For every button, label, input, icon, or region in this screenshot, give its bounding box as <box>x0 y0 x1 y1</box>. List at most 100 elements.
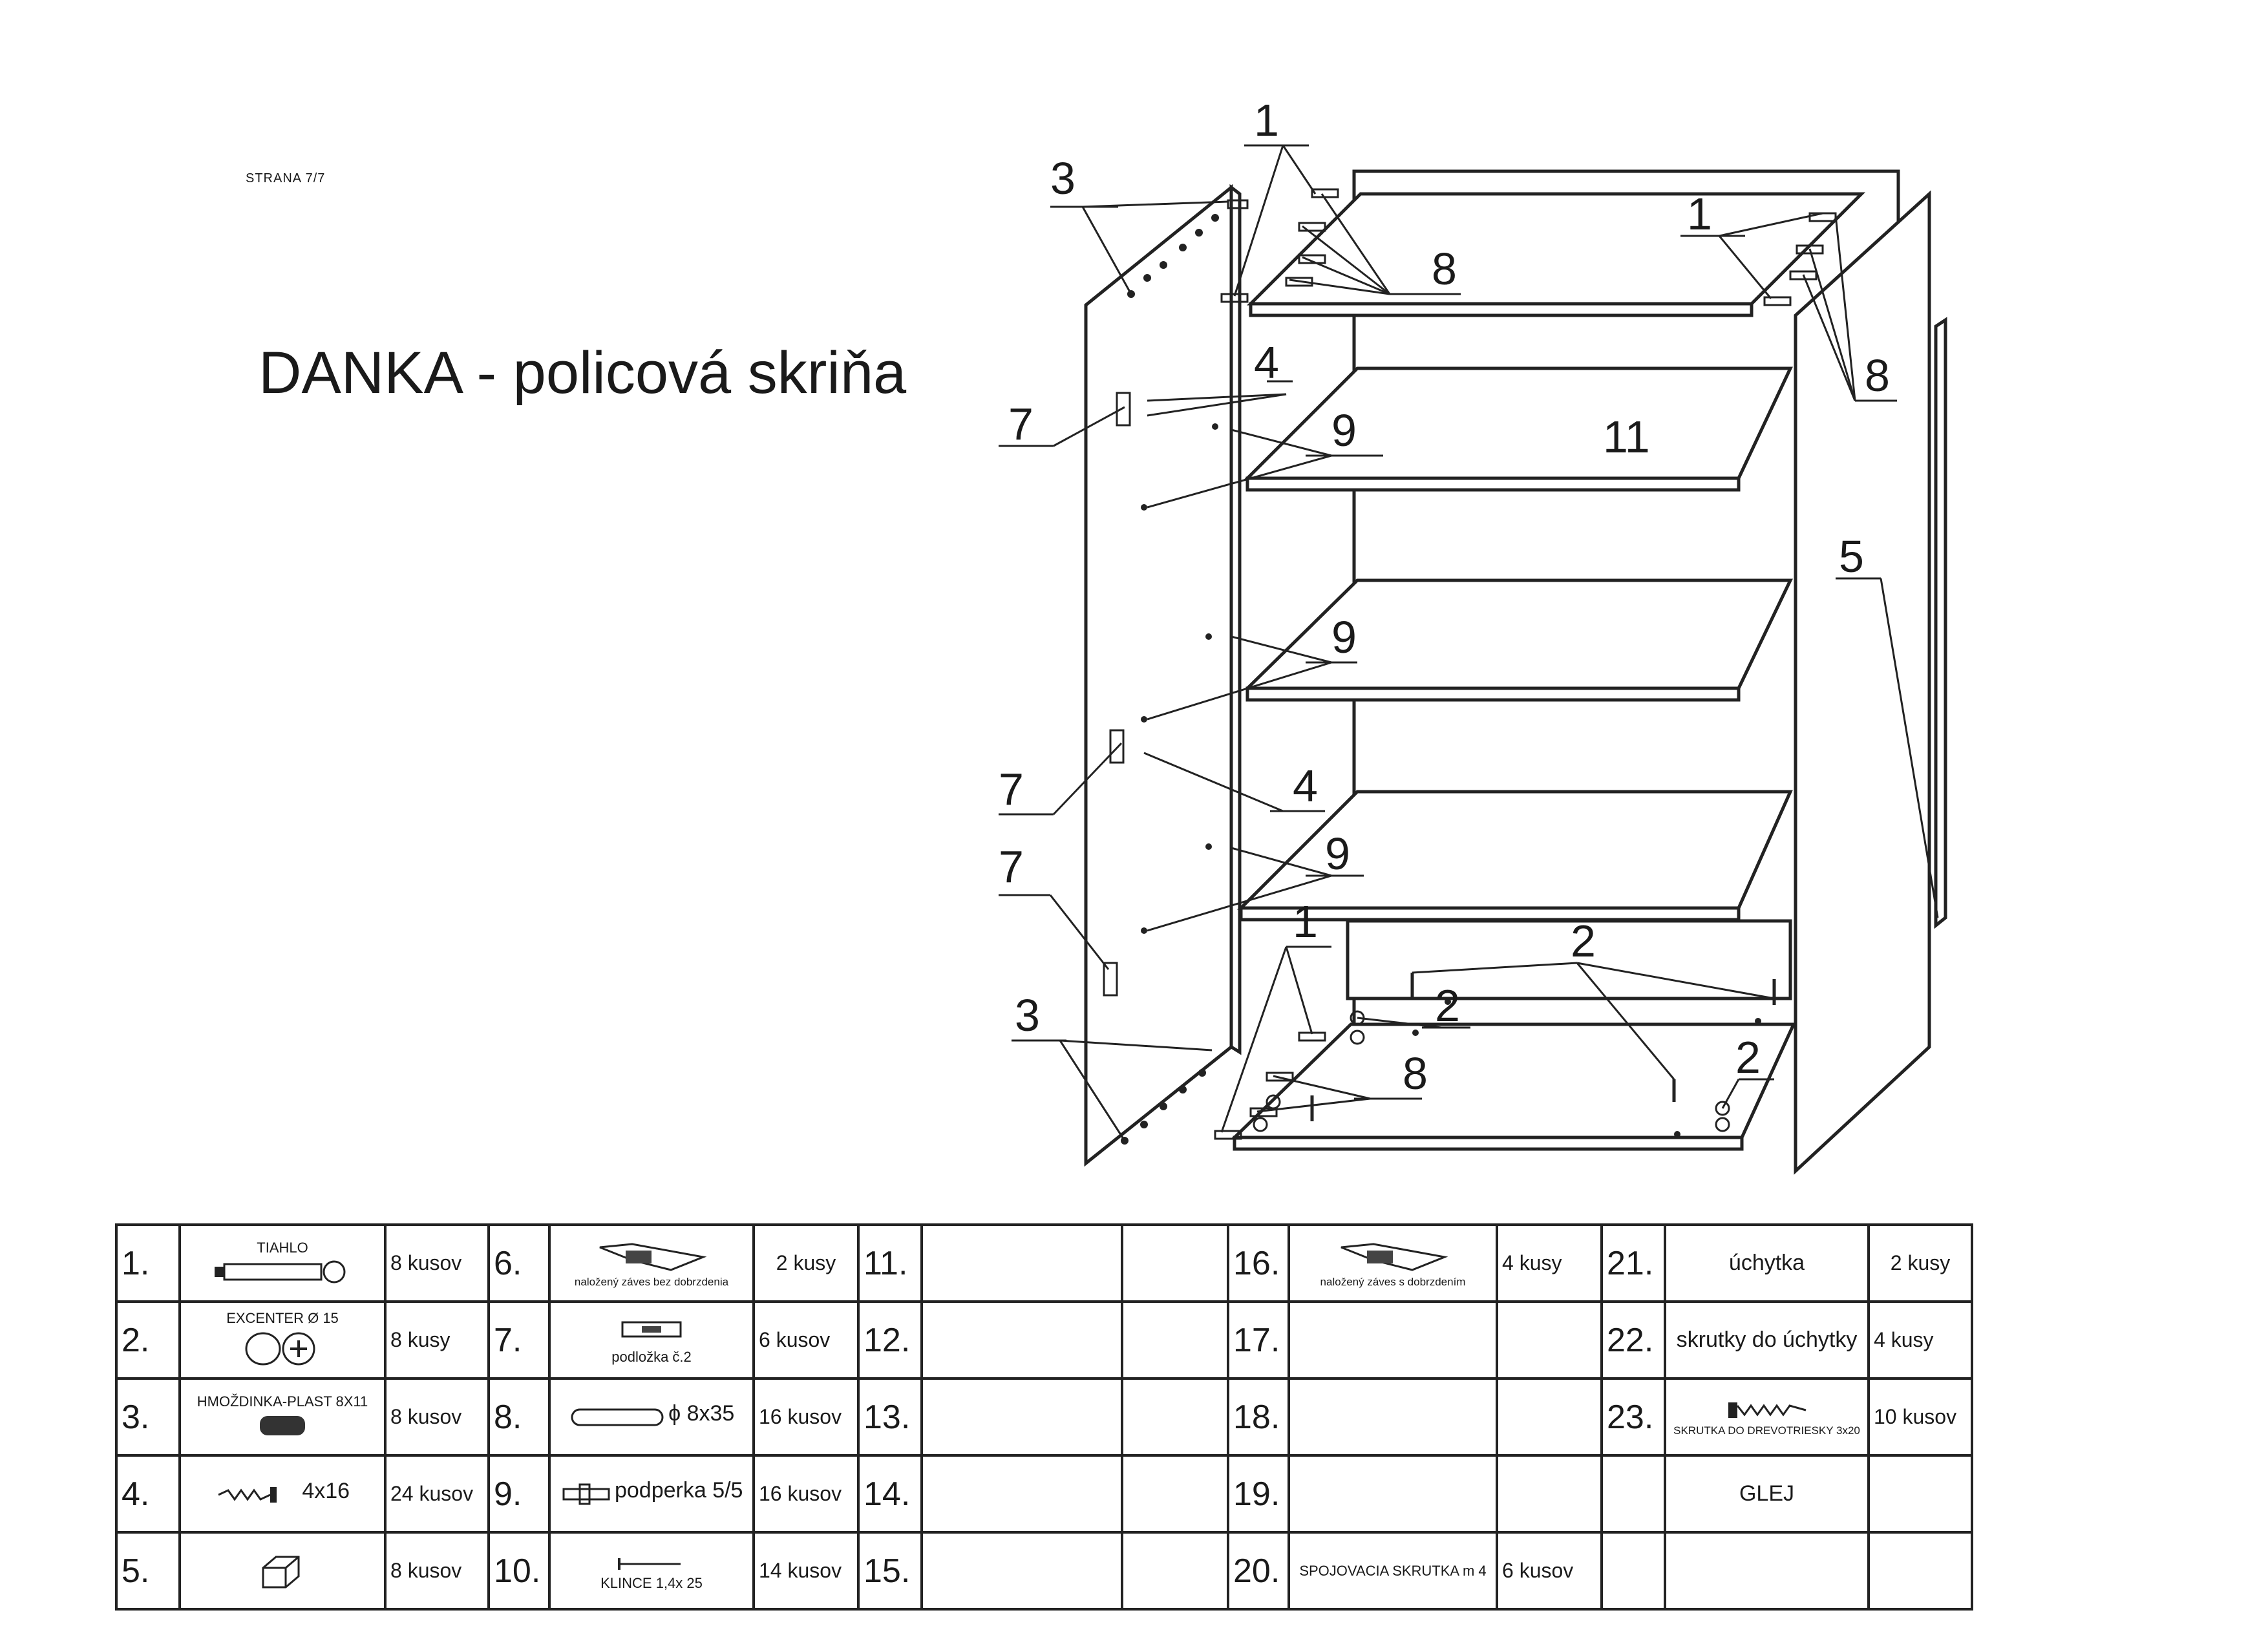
part-5-cell <box>178 1531 387 1611</box>
callout-7-mid: 7 <box>999 764 1024 814</box>
part-quantity: 2 kusy <box>752 1223 860 1303</box>
part-number: 20. <box>1227 1531 1290 1611</box>
part-21-cell: úchytka <box>1664 1223 1870 1303</box>
part-quantity: 8 kusov <box>384 1531 490 1611</box>
part-name: podložka č.2 <box>611 1349 692 1365</box>
part-name: podperka 5/5 <box>614 1477 743 1503</box>
part-3-cell: HMOŽDINKA-PLAST 8X11 <box>178 1377 387 1457</box>
part-name: 4x16 <box>302 1478 350 1503</box>
part-8-cell: ϕ 8x35 <box>548 1377 755 1457</box>
part-number: 10. <box>487 1531 551 1611</box>
leader-lines <box>999 144 1939 1141</box>
empty-cell <box>1600 1454 1666 1534</box>
part-name: HMOŽDINKA-PLAST 8X11 <box>196 1393 368 1410</box>
shelf-support-icon <box>562 1483 610 1505</box>
callout-5: 5 <box>1839 531 1864 582</box>
part-quantity: 8 kusy <box>384 1300 490 1380</box>
empty-cell <box>920 1300 1123 1380</box>
part-number: 4. <box>115 1454 181 1534</box>
empty-cell <box>920 1531 1123 1611</box>
left-side-panel <box>1084 184 1233 1167</box>
part-7-cell: podložka č.2 <box>548 1300 755 1380</box>
callout-8-right: 8 <box>1865 350 1890 401</box>
empty-cell <box>1496 1454 1603 1534</box>
callout-7-low: 7 <box>999 841 1024 892</box>
hinges <box>1103 392 1131 997</box>
table-row: 3. HMOŽDINKA-PLAST 8X11 8 kusov 8. ϕ 8x3… <box>115 1377 1973 1457</box>
part-quantity: 8 kusov <box>384 1223 490 1303</box>
part-6-cell: naložený záves bez dobrzdenia <box>548 1223 755 1303</box>
hinge-icon <box>599 1242 707 1271</box>
page-number: STRANA 7/7 <box>246 171 326 185</box>
empty-cell <box>1288 1454 1498 1534</box>
part-2-cell: EXCENTER Ø 15 <box>178 1300 387 1380</box>
part-quantity: 8 kusov <box>384 1377 490 1457</box>
part-number: 16. <box>1227 1223 1290 1303</box>
part-quantity: 16 kusov <box>752 1454 860 1534</box>
callout-9-low: 9 <box>1325 829 1350 879</box>
empty-cell <box>920 1454 1123 1534</box>
part-23-cell: SKRUTKA DO DREVOTRIESKY 3x20 <box>1664 1377 1870 1457</box>
callout-8-top: 8 <box>1432 244 1457 294</box>
empty-cell <box>920 1223 1123 1303</box>
empty-cell <box>1867 1531 1973 1611</box>
glue-cell: GLEJ <box>1664 1454 1870 1534</box>
empty-cell <box>1496 1377 1603 1457</box>
part-number: 12. <box>857 1300 923 1380</box>
callout-11: 11 <box>1603 412 1650 462</box>
part-number: 8. <box>487 1377 551 1457</box>
part-name: SKRUTKA DO DREVOTRIESKY 3x20 <box>1673 1424 1860 1437</box>
shelf-1 <box>1243 366 1793 480</box>
part-number: 14. <box>857 1454 923 1534</box>
callout-1-top: 1 <box>1254 95 1279 145</box>
callout-4-top: 4 <box>1254 337 1279 388</box>
part-number: 9. <box>487 1454 551 1534</box>
empty-cell <box>1121 1300 1229 1380</box>
callout-3-top: 3 <box>1050 153 1076 204</box>
right-side-panel <box>1794 190 1931 1175</box>
assembly-diagram: 1 3 8 1 8 4 7 9 11 5 9 7 4 7 9 1 2 2 2 3… <box>999 95 1947 1175</box>
part-name: ϕ 8x35 <box>668 1400 735 1426</box>
page-title: DANKA - policová skriňa <box>259 340 907 406</box>
wooden-dowel-icon <box>571 1408 664 1426</box>
part-number: 1. <box>115 1223 181 1303</box>
bracket-icon <box>262 1556 300 1588</box>
part-name: naložený záves s dobrzdením <box>1320 1275 1466 1288</box>
part-number: 21. <box>1600 1223 1666 1303</box>
part-10-cell: KLINCE 1,4x 25 <box>548 1531 755 1611</box>
part-16-cell: naložený záves s dobrzdením <box>1288 1223 1498 1303</box>
empty-cell <box>1121 1454 1229 1534</box>
table-row: 1. TIAHLO 8 kusov 6. naložený záves bez … <box>115 1223 1973 1303</box>
part-number: 23. <box>1600 1377 1666 1457</box>
empty-cell <box>1664 1531 1870 1611</box>
part-name: GLEJ <box>1739 1481 1795 1506</box>
empty-cell <box>1121 1377 1229 1457</box>
part-20-cell: SPOJOVACIA SKRUTKA m 4 <box>1288 1531 1498 1611</box>
callout-8-bottom: 8 <box>1403 1048 1428 1099</box>
part-number: 19. <box>1227 1454 1290 1534</box>
part-name: KLINCE 1,4x 25 <box>600 1574 703 1591</box>
cam-bolts <box>1253 973 1776 1132</box>
part-name: naložený záves bez dobrzdenia <box>574 1275 729 1288</box>
screw-icon <box>218 1487 277 1503</box>
plastic-dowel-icon <box>260 1415 305 1435</box>
empty-cell <box>1288 1377 1498 1457</box>
part-number: 11. <box>857 1223 923 1303</box>
callout-3-bottom: 3 <box>1015 990 1040 1041</box>
callout-1-bottom: 1 <box>1293 896 1318 947</box>
part-4-cell: 4x16 <box>178 1454 387 1534</box>
parts-list-table: 1. TIAHLO 8 kusov 6. naložený záves bez … <box>115 1223 1973 1611</box>
table-row: 5. 8 kusov 10. KLINCE 1,4x 25 14 kusov 1… <box>115 1531 1973 1611</box>
table-row: 2. EXCENTER Ø 15 8 kusy 7. podložka č.2 … <box>115 1300 1973 1380</box>
empty-cell <box>1867 1454 1973 1534</box>
table-row: 4. 4x16 24 kusov 9. podperka 5/5 16 kuso… <box>115 1454 1973 1534</box>
part-quantity: 6 kusov <box>1496 1531 1603 1611</box>
part-number: 18. <box>1227 1377 1290 1457</box>
callout-9-top: 9 <box>1331 405 1357 456</box>
callout-2-b: 2 <box>1435 980 1460 1031</box>
part-number: 13. <box>857 1377 923 1457</box>
shelf-2 <box>1243 578 1793 690</box>
hinge-plate-icon <box>621 1321 682 1338</box>
part-quantity: 4 kusy <box>1867 1300 1973 1380</box>
part-quantity: 4 kusy <box>1496 1223 1603 1303</box>
